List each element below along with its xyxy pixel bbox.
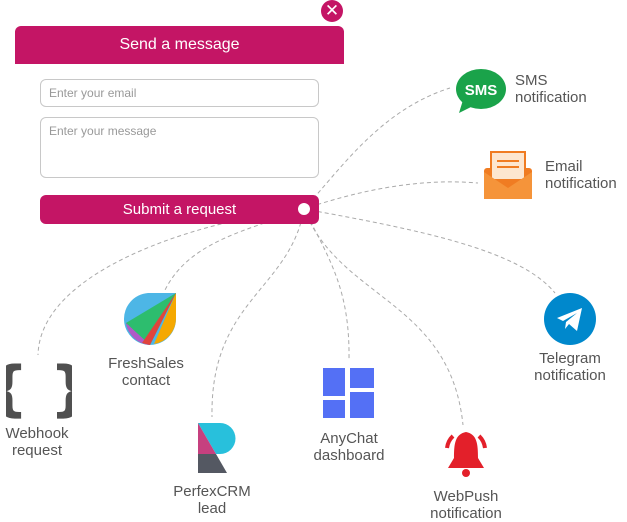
connector-perfex [211,208,305,418]
close-button[interactable]: ✕ [321,0,343,22]
freshsales-label-line2: contact [121,372,171,389]
webhook-label-line1: Webhook [5,425,69,442]
sms-icon: SMS [456,69,506,113]
webhook-braces-icon: { } [6,363,72,419]
sms-label-line2: notification [515,89,587,106]
submit-button[interactable]: Submit a request [40,195,319,224]
webhook-label-line2: request [11,442,63,459]
connector-anychat [303,208,350,361]
anychat-label-line1: AnyChat [320,430,378,447]
svg-text:{ }: { } [6,363,72,419]
form-title: Send a message [15,26,344,64]
sms-badge: SMS [465,82,498,99]
freshsales-icon [124,293,176,345]
telegram-icon [544,293,596,345]
sms-label-line1: SMS [515,72,548,89]
email-icon [484,151,532,199]
connector-webpush [303,208,464,426]
connector-freshsales [164,208,305,291]
hub-dot [298,203,310,215]
perfexcrm-icon [198,423,236,473]
anychat-label-line2: dashboard [313,447,385,464]
webpush-label-line2: notification [430,505,502,522]
email-input[interactable]: Enter your email [40,79,319,107]
telegram-label-line1: Telegram [539,350,601,367]
connector-email [303,181,479,210]
anychat-icon [323,368,374,418]
telegram-label-line2: notification [534,367,606,384]
connector-telegram [303,208,556,294]
email-label-line2: notification [545,175,617,192]
email-label-line1: Email [545,158,583,175]
bell-icon [445,432,487,477]
message-input[interactable]: Enter your message [40,117,319,178]
connector-sms [303,87,451,210]
close-icon: ✕ [324,1,340,20]
webpush-label-line1: WebPush [433,488,499,505]
freshsales-label-line1: FreshSales [108,355,184,372]
perfexcrm-label-line1: PerfexCRM [173,483,251,500]
perfexcrm-label-line2: lead [197,500,227,517]
